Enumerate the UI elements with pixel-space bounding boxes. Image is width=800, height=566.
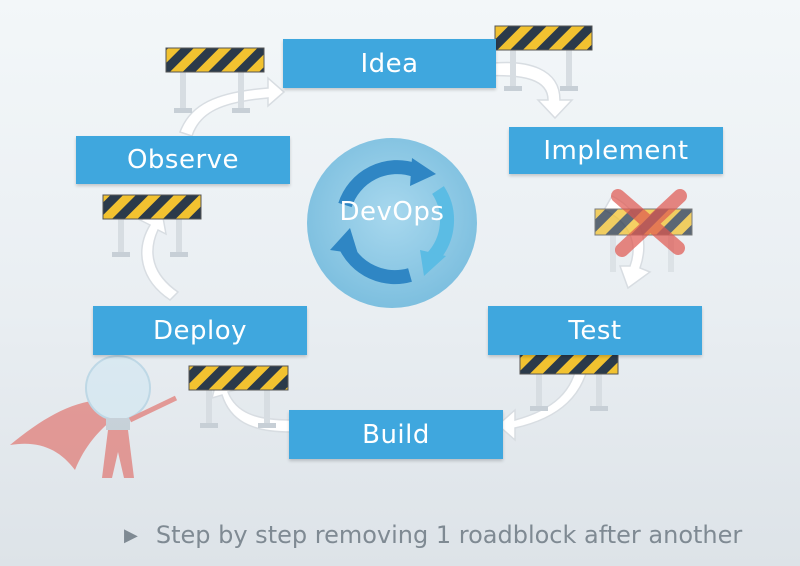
roadblock-build-deploy-icon <box>188 365 289 428</box>
roadblock-idea-observe-icon <box>165 47 265 113</box>
step-build: Build <box>289 410 503 459</box>
step-implement: Implement <box>509 127 723 174</box>
step-label: Deploy <box>152 315 248 346</box>
step-observe: Observe <box>76 136 290 184</box>
roadblock-idea-implement-icon <box>494 25 593 91</box>
superhero-lightbulb-icon <box>10 355 178 478</box>
step-label: Test <box>568 315 622 346</box>
step-label: Implement <box>543 135 689 166</box>
devops-circle-icon <box>307 138 477 308</box>
step-label: Observe <box>126 145 240 175</box>
roadblock-deploy-observe-icon <box>102 194 202 257</box>
footer-bullet: ▶ Step by step removing 1 roadblock afte… <box>124 521 742 549</box>
step-test: Test <box>488 306 702 355</box>
step-label: Idea <box>360 48 419 79</box>
play-triangle-icon: ▶ <box>124 524 138 546</box>
center-label: DevOps <box>339 197 445 227</box>
remove-x-icon <box>611 189 687 257</box>
bullet-text: Step by step removing 1 roadblock after … <box>155 521 743 549</box>
step-label: Build <box>362 419 430 450</box>
step-deploy: Deploy <box>93 306 307 355</box>
step-idea: Idea <box>283 39 496 88</box>
